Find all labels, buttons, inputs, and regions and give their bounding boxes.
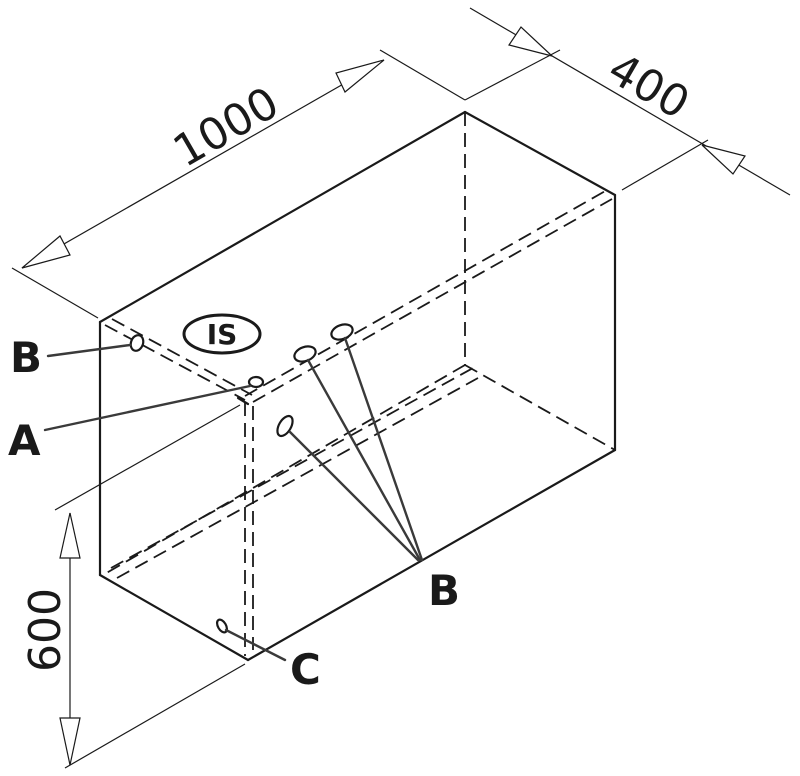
is-badge-text: IS	[207, 318, 238, 351]
dimension-length	[21, 59, 385, 269]
hole-b-top-left	[129, 334, 145, 352]
label-a: A	[8, 416, 41, 465]
leader-lines	[43, 336, 424, 662]
hole-b-2	[330, 323, 354, 341]
length-dimension-label: 1000	[165, 77, 287, 177]
height-dimension-label: 600	[20, 588, 71, 672]
label-b-top-left: B	[10, 333, 42, 382]
hole-a	[247, 375, 265, 389]
hole-b-1	[293, 345, 317, 363]
hole-c	[215, 618, 229, 634]
depth-dimension-label: 400	[600, 43, 698, 129]
dimension-depth	[508, 26, 746, 175]
hole-b-3	[276, 414, 294, 438]
holes	[129, 323, 354, 634]
dimension-height	[59, 512, 81, 766]
visible-edges	[98, 110, 617, 662]
label-b-group: B	[428, 566, 460, 615]
label-c: C	[290, 645, 321, 694]
hidden-edges	[102, 112, 616, 656]
is-badge: IS	[182, 313, 262, 355]
